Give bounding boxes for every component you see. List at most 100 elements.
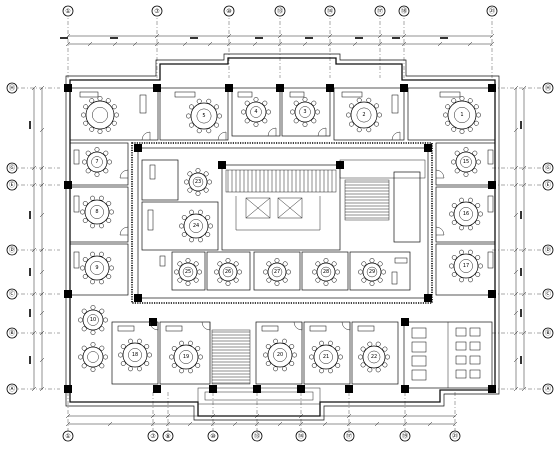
right-axis-bubble: Ⓒ (542, 288, 554, 300)
table-number: 19 (183, 354, 189, 360)
sofa (357, 325, 375, 332)
chair (356, 97, 362, 103)
axis-bubble-circle (542, 383, 554, 395)
service-corridor (339, 159, 426, 179)
table-number: 27 (274, 269, 280, 275)
door-swing (341, 321, 351, 331)
chair (266, 277, 272, 283)
chair (193, 261, 199, 267)
top-axis-bubble: ⑰ (374, 5, 386, 17)
left-axis-bubble: Ⓒ (6, 288, 18, 300)
chair (94, 172, 100, 177)
dimension-tick (87, 41, 93, 47)
axis-bubble-circle (542, 162, 554, 174)
chair (186, 113, 191, 119)
chair (90, 251, 95, 257)
inner-room (301, 251, 349, 291)
dimension-tick (346, 413, 352, 419)
chair (184, 179, 189, 185)
dimension-tick (513, 357, 519, 363)
lazy-susan (192, 176, 204, 188)
chair (179, 368, 184, 374)
dimension-tick (132, 41, 138, 47)
table-room-17: 17 (449, 249, 483, 283)
chair (459, 225, 464, 231)
chair (349, 121, 354, 127)
chair (282, 261, 288, 267)
chair (85, 150, 91, 156)
lazy-susan (87, 314, 99, 326)
chair (205, 232, 211, 237)
chair (467, 98, 473, 104)
walls (64, 53, 500, 421)
table-room-27: 27 (263, 258, 291, 286)
chair (99, 345, 105, 351)
axis-bubble-circle (374, 5, 386, 17)
chair (328, 368, 333, 374)
chair (83, 104, 89, 110)
chair (282, 366, 287, 372)
chair (459, 197, 464, 203)
table-room-15: 15 (451, 147, 481, 177)
table-room-10: 10 (78, 305, 108, 335)
dimension-text (520, 211, 522, 219)
axis-bubble-label: Ⓒ (9, 290, 15, 298)
chair (478, 211, 483, 217)
lazy-susan (320, 266, 332, 278)
lazy-susan (196, 108, 212, 124)
axis-bubble-circle (6, 383, 18, 395)
column (64, 385, 72, 393)
column (134, 294, 142, 302)
dimension-tick (402, 413, 408, 419)
chair (445, 104, 451, 110)
dimension-tick (521, 330, 527, 336)
round-table (188, 172, 208, 192)
axis-bubble-circle (274, 5, 286, 17)
lazy-susan (454, 107, 470, 123)
sofa (487, 195, 494, 213)
chair (187, 171, 193, 177)
sofa (79, 91, 99, 98)
chair (185, 281, 191, 286)
axis-bubble-label: ⑱ (401, 7, 407, 15)
chair (177, 277, 183, 283)
chair (369, 258, 375, 263)
table-room-23: 23 (184, 168, 212, 196)
chair (85, 168, 91, 174)
chair (179, 223, 184, 229)
chair (90, 330, 96, 335)
chair (262, 100, 268, 106)
lazy-susan (91, 156, 103, 168)
axis-bubble-circle (542, 244, 554, 256)
door-swing (217, 131, 227, 141)
column (225, 84, 233, 92)
dimension-tick (39, 357, 45, 363)
chair (367, 367, 373, 373)
chair (217, 113, 222, 119)
axis-bubble-circle (6, 244, 18, 256)
chair (193, 277, 199, 283)
bottom-axis-bubble: ⑧ (162, 430, 174, 442)
chair (311, 346, 317, 351)
chair (103, 317, 108, 323)
table-room-20: 20 (263, 338, 297, 372)
exterior-wall (69, 57, 496, 417)
axis-bubble-label: ⑰ (377, 7, 383, 15)
table-number: 20 (277, 352, 283, 358)
dimension-tick (513, 269, 519, 275)
table-number: 15 (463, 159, 469, 165)
washbasin (455, 369, 467, 379)
table-number: 8 (95, 209, 98, 215)
axis-bubble-label: ㉑ (489, 7, 495, 15)
table-room-4: 4 (241, 97, 271, 127)
chair (382, 362, 388, 368)
dimension-tick (322, 421, 328, 427)
dimension-tick (327, 41, 333, 47)
exterior-wall-outline (65, 53, 500, 421)
lazy-susan (459, 207, 473, 221)
door-swing (267, 127, 277, 137)
chair (189, 122, 194, 128)
chair (120, 344, 126, 349)
table-number: 9 (95, 265, 98, 271)
washbasin (469, 327, 481, 337)
